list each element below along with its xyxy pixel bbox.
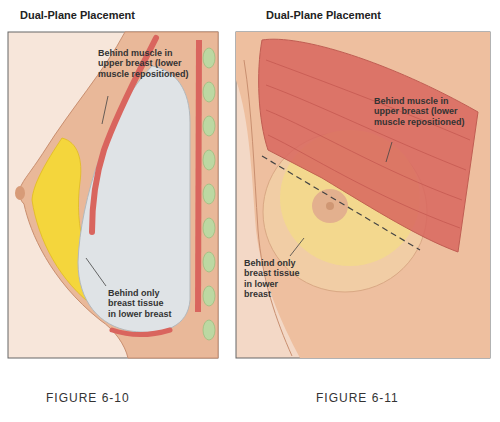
region-label: Behind muscle in upper breast (lower mus… [98, 48, 198, 79]
region-label: Behind muscle in upper breast (lower mus… [374, 96, 466, 127]
leader-line [102, 96, 108, 124]
leader-line [86, 258, 106, 286]
rib-shape [203, 184, 215, 204]
rib-shape [203, 218, 215, 238]
rib-shape [203, 252, 215, 272]
figure-caption: FIGURE 6-10 [46, 391, 130, 405]
side-view-panel [8, 32, 218, 358]
region-label: Behind only breast tissue in lower breas… [244, 258, 302, 299]
nipple [15, 186, 25, 200]
rib-shape [203, 82, 215, 102]
rib-shape [266, 85, 466, 170]
muscle-fibers [266, 60, 470, 228]
rib-shape [268, 135, 460, 228]
leader-line [386, 142, 392, 162]
figure-heading: Dual-Plane Placement [266, 9, 381, 21]
rib-shape [203, 150, 215, 170]
torso-skin [19, 32, 218, 358]
rib-shape [203, 48, 215, 68]
panel-frame [236, 32, 490, 358]
chest-wall-muscle [198, 40, 199, 312]
rib-shape [203, 116, 215, 136]
figure-heading: Dual-Plane Placement [20, 9, 135, 21]
areola [312, 189, 348, 223]
rib-shape [203, 320, 215, 340]
figure-caption: FIGURE 6-11 [316, 391, 399, 405]
front-view-panel [236, 32, 490, 358]
nipple [326, 202, 334, 210]
repositioned-muscle [112, 330, 170, 335]
ribs [203, 48, 215, 340]
rib-shape [203, 286, 215, 306]
pectoral-muscle [259, 39, 478, 252]
region-label: Behind only breast tissue in lower breas… [108, 288, 174, 319]
panel-frame [8, 32, 218, 358]
torso-skin [236, 32, 490, 358]
dashed-plane-line [262, 156, 420, 250]
leader-line [290, 238, 304, 256]
